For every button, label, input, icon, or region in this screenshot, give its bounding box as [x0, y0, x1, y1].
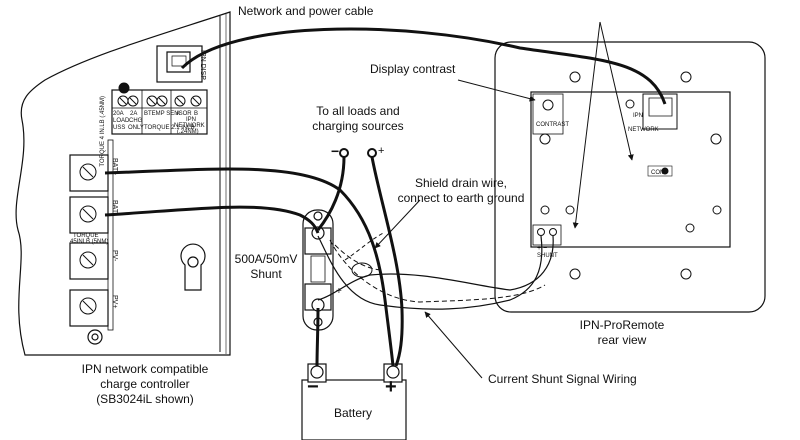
load-positive-label: + [378, 145, 385, 157]
proremote-label-line2: rear view [597, 333, 647, 347]
shield-label: Shield drain wire, connect to earth grou… [396, 176, 526, 206]
battery-label: Battery [334, 406, 373, 420]
ipn-disp-label: IPN DISP [199, 50, 206, 80]
tb-temp-label: BTEMP SENSOR [144, 111, 192, 117]
remote-ipn-label: IPN [633, 113, 643, 119]
tb-chg-label: CHG [129, 118, 143, 124]
controller-label-line3: (SB3024iL shown) [96, 392, 194, 406]
tb-2a-label: 2A [130, 111, 137, 117]
leader-lines [374, 21, 634, 379]
torque-label-2: 45INLB (5NM) [70, 239, 108, 245]
charge-controller [15, 11, 231, 356]
tb-only-label: ONLY [128, 125, 144, 131]
bat-minus-label: BAT- [111, 200, 118, 216]
bat-plus-label: BAT+ [111, 158, 118, 175]
loads-label: To all loads and charging sources [305, 104, 411, 134]
tb-24nm-label: (.24NM) [177, 129, 199, 135]
tb-b-label: B [194, 111, 198, 117]
controller-screw-slots [82, 97, 200, 312]
remote-shunt-label: SHUNT [537, 253, 558, 259]
remote-network-label: NETWORK [628, 127, 659, 133]
pv-plus-label: PV+ [111, 295, 118, 308]
load-negative-label: − [331, 143, 340, 159]
contrast-label: CONTRAST [536, 122, 569, 128]
loads-label-line1: To all loads and [316, 104, 400, 118]
shunt-label: 500A/50mV Shunt [234, 252, 298, 282]
tb-uss-label: USS [113, 125, 125, 131]
torque-side-label: TORQUE 4 IN.LB (.45NM) [100, 96, 106, 167]
tb-network-label: NETWORK [174, 123, 205, 129]
pv-minus-label: PV- [111, 250, 118, 262]
shunt-label-line2: Shunt [250, 267, 282, 281]
wires [104, 27, 667, 367]
shunt-wiring-label: Current Shunt Signal Wiring [488, 372, 637, 386]
shield-label-line2: connect to earth ground [397, 191, 525, 205]
com-label: COM [651, 170, 665, 176]
battery-positive-label: + [385, 376, 397, 398]
battery-negative-label: − [307, 376, 319, 398]
proremote-holes [537, 71, 722, 280]
display-contrast-label: Display contrast [370, 62, 456, 76]
tb-load-label: LOAD [113, 118, 130, 124]
controller-label-line2: charge controller [100, 377, 190, 391]
shield-label-line1: Shield drain wire, [414, 176, 508, 190]
proremote-label: IPN-ProRemote rear view [572, 318, 672, 348]
load-terminals [339, 148, 377, 158]
shunt-plus-label: + [336, 286, 342, 297]
controller-label: IPN network compatible charge controller… [70, 362, 220, 407]
network-cable-label: Network and power cable [238, 4, 374, 18]
proremote-label-line1: IPN-ProRemote [579, 318, 665, 332]
tb-torque-label: TORQUE 2.1 INLB [144, 125, 195, 131]
tb-a-label: A [176, 111, 180, 117]
controller-label-line1: IPN network compatible [81, 362, 209, 376]
tb-ipn-label: IPN [186, 117, 196, 123]
loads-label-line2: charging sources [312, 119, 404, 133]
shunt-label-line1: 500A/50mV [234, 252, 298, 266]
shunt [302, 209, 334, 331]
proremote-housing [494, 41, 766, 313]
battery [301, 363, 407, 440]
tb-20a-label: 20A [113, 111, 124, 117]
torque-label-1: TORQUE [73, 233, 99, 239]
